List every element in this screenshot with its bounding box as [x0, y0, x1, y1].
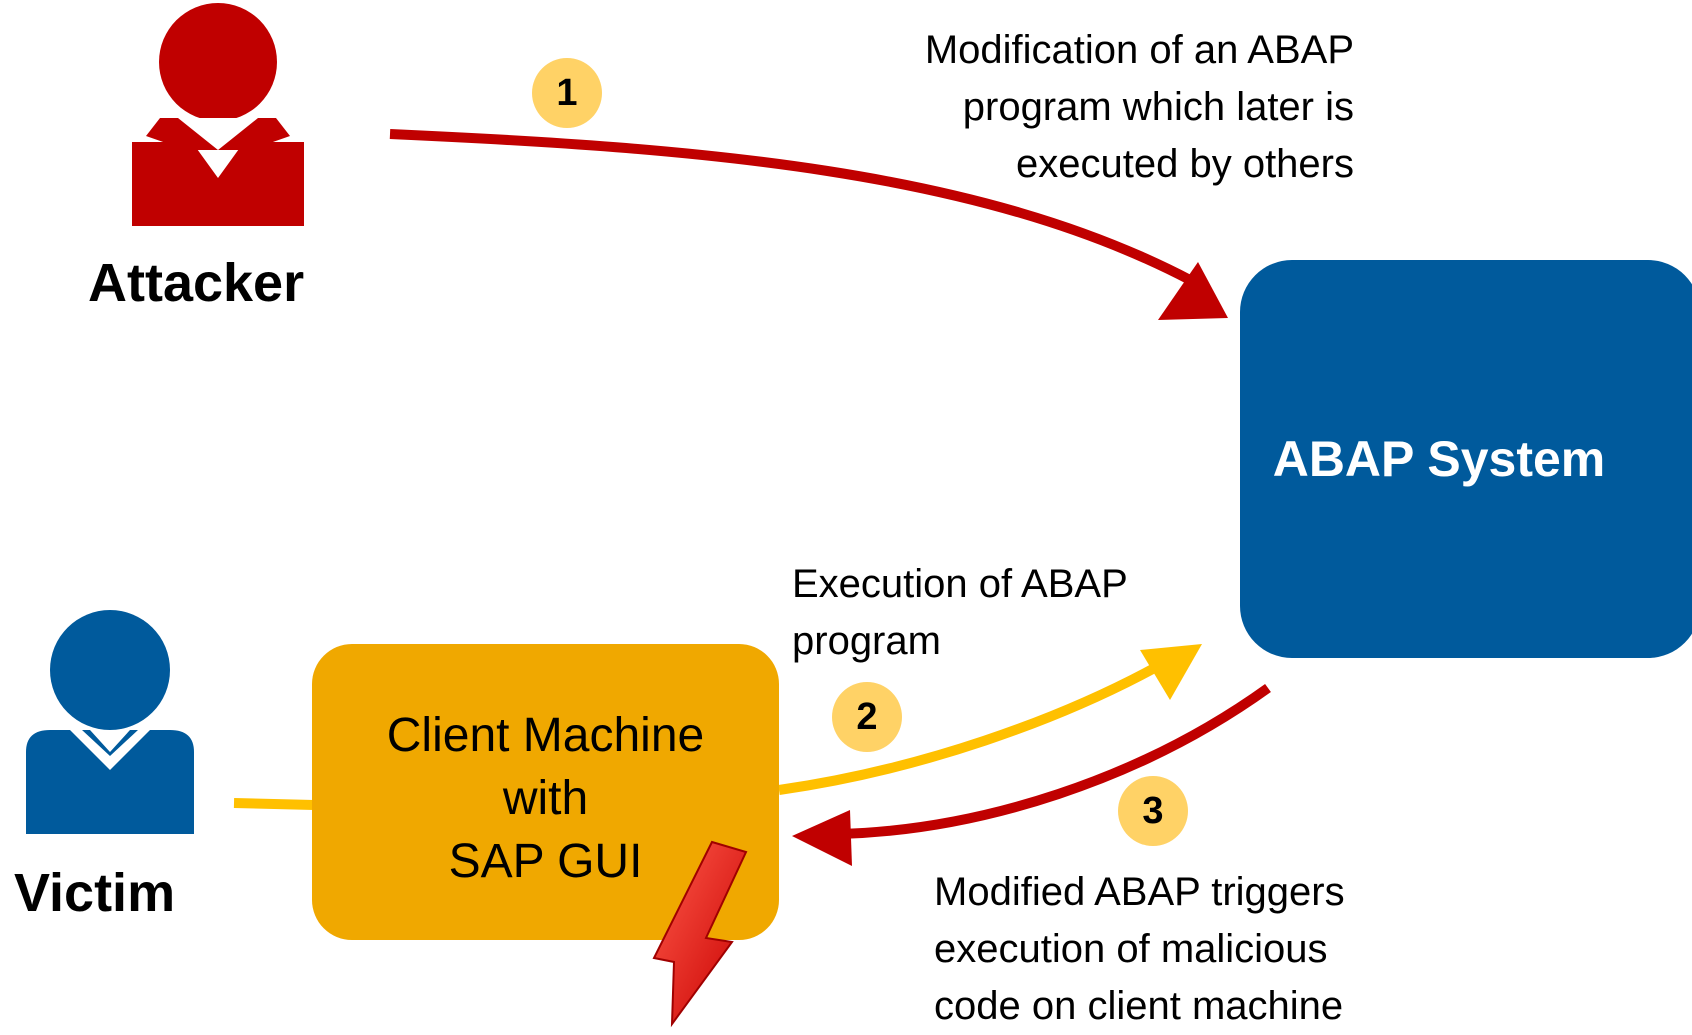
client-machine-line-2: with — [502, 772, 589, 825]
victim-label: Victim — [14, 863, 176, 923]
client-machine-line-3: SAP GUI — [448, 835, 643, 888]
step-2-badge: 2 — [832, 682, 902, 752]
step-3-badge: 3 — [1118, 776, 1188, 846]
arrow-2 — [778, 660, 1163, 795]
victim-person-icon — [26, 610, 194, 834]
lightning-bolt-icon — [652, 840, 748, 1028]
arrow-2-head — [1140, 644, 1202, 700]
step-3-caption-line: code on client machine — [934, 984, 1344, 1028]
step-1-caption-line: executed by others — [1016, 142, 1354, 186]
step-2-caption-line: Execution of ABAP — [792, 562, 1128, 606]
step-2-caption-line: program — [792, 619, 941, 663]
attacker-person-icon — [132, 3, 304, 226]
arrow-1 — [389, 129, 1193, 285]
abap-system-node: ABAP System — [1240, 260, 1692, 658]
abap-system-label: ABAP System — [1272, 431, 1606, 487]
step-1-badge: 1 — [532, 58, 602, 128]
step-1-caption-line: program which later is — [962, 85, 1354, 129]
step-1-caption: Modification of an ABAP program which la… — [925, 22, 1354, 193]
step-3-caption-line: Modified ABAP triggers — [934, 870, 1345, 914]
step-3-caption-line: execution of malicious — [934, 927, 1328, 971]
arrow-3-head — [792, 810, 852, 866]
client-machine-label: Client Machine with SAP GUI — [312, 704, 779, 893]
step-3-caption: Modified ABAP triggers execution of mali… — [934, 864, 1345, 1035]
arrow-3 — [839, 683, 1271, 839]
client-machine-line-1: Client Machine — [386, 709, 705, 762]
attacker-label: Attacker — [88, 253, 305, 313]
arrow-1-head — [1158, 262, 1228, 320]
step-1-caption-line: Modification of an ABAP — [924, 28, 1354, 72]
victim-to-client-line — [233, 798, 315, 810]
step-2-caption: Execution of ABAP program — [792, 556, 1128, 670]
